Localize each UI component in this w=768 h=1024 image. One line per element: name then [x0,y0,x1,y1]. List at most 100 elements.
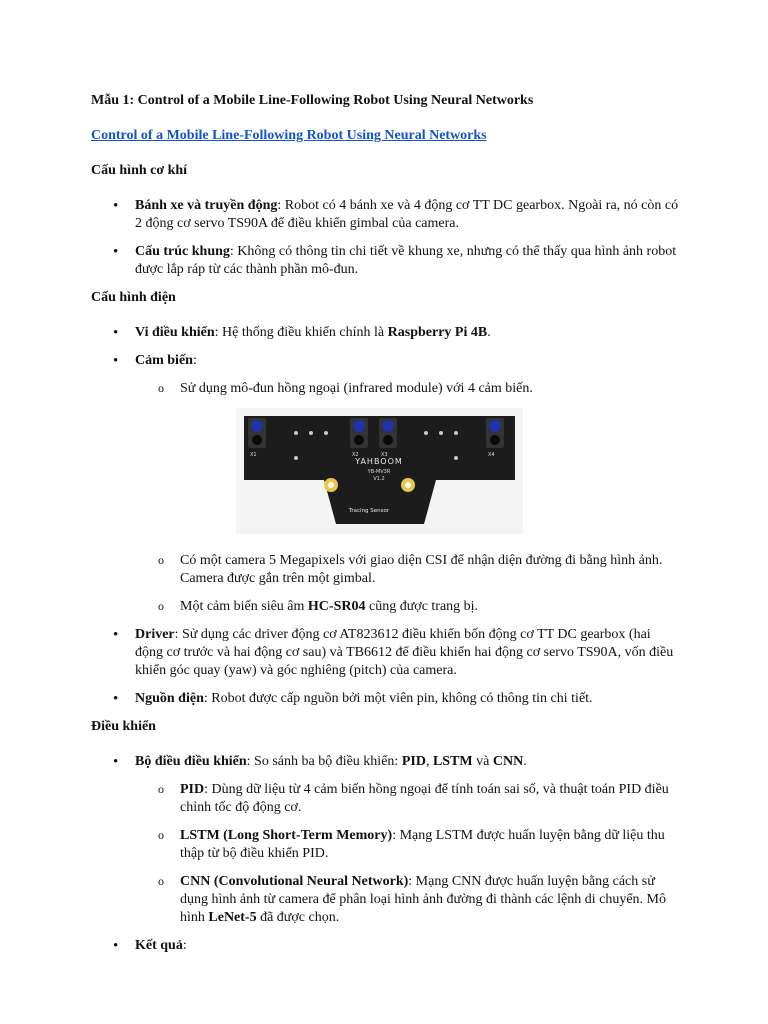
sub-list-item: Có một camera 5 Megapixels với giao diện… [135,551,681,588]
sub-item-text: Một cảm biến siêu âm [180,599,308,614]
sub-item-label: LSTM (Long Short-Term Memory) [180,828,393,843]
ir-sensor-illustration: X1 X2 X3 X4 YAHBOOM YB-MV3R V1.2 [236,408,523,534]
control-list: Bộ điều điều khiển: So sánh ba bộ điều k… [91,753,681,955]
pin-pad [294,431,298,435]
item-label: Kết quả [135,938,183,953]
ir-emitter-2 [350,418,368,448]
sub-item-label: CNN (Convolutional Neural Network) [180,874,409,889]
item-label: Nguồn điện [135,691,204,706]
list-item: Cấu trúc khung: Không có thông tin chi t… [91,243,681,279]
sub-item-text: Có một camera 5 Megapixels với giao diện… [180,553,663,586]
mechanical-list: Bánh xe và truyền động: Robot có 4 bánh … [91,197,681,279]
ir-receiver [490,435,500,445]
list-item: Vi điều khiển: Hệ thống điều khiển chính… [91,324,681,342]
item-text: : Robot có 4 bánh xe và 4 động cơ TT DC … [135,198,679,231]
sensor-sublist: Sử dụng mô-đun hồng ngoại (infrared modu… [135,379,681,398]
pin-pad [439,431,443,435]
list-item: Bánh xe và truyền động: Robot có 4 bánh … [91,197,681,233]
item-text: : Không có thông tin chi tiết về khung x… [135,244,677,277]
list-item: Driver: Sử dụng các driver động cơ AT823… [91,626,681,680]
item-label: Cấu trúc khung [135,244,230,259]
sub-item-bold: HC-SR04 [307,599,366,614]
pin-label: X2 [352,452,359,458]
link-paragraph: Control of a Mobile Line-Following Robot… [91,127,681,145]
item-label: Bánh xe và truyền động [135,198,278,213]
item-label: Vi điều khiển [135,325,215,340]
item-bold: Raspberry Pi 4B [387,325,488,340]
section-heading-mechanical: Cấu hình cơ khí [91,163,188,178]
item-sep: và [472,754,493,769]
header-pins [294,431,458,460]
ir-receiver [252,435,262,445]
document-title: Mẫu 1: Control of a Mobile Line-Followin… [91,93,534,108]
ir-lens [251,420,263,432]
ir-emitter-3 [379,418,397,448]
item-label: Cảm biến [135,353,193,368]
pin-label: X3 [381,452,388,458]
model-label: YB-MV3R [367,469,391,475]
item-text: : So sánh ba bộ điều khiển: [246,754,402,769]
list-item: Nguồn điện: Robot được cấp nguồn bởi một… [91,690,681,708]
sub-list-item: LSTM (Long Short-Term Memory): Mạng LSTM… [135,826,681,863]
sub-item-end: cũng được trang bị. [365,599,479,614]
sub-list-item: Một cảm biến siêu âm HC-SR04 cũng được t… [135,597,681,616]
ir-sensor-image: X1 X2 X3 X4 YAHBOOM YB-MV3R V1.2 [236,408,523,534]
sub-list-item: Sử dụng mô-đun hồng ngoại (infrared modu… [135,379,681,398]
item-bold: LSTM [432,754,473,769]
list-item: Cảm biến: Sử dụng mô-đun hồng ngoại (inf… [91,352,681,616]
pin-pad [454,456,458,460]
sensor-board [244,416,515,524]
item-text: : Hệ thống điều khiển chính là [214,325,388,340]
pin-pad [309,431,313,435]
pin-label: X1 [250,452,257,458]
item-label: Driver [135,627,175,642]
sub-item-label: PID [180,782,205,797]
controller-sublist: PID: Dùng dữ liệu từ 4 cảm biến hồng ngo… [135,780,681,927]
sub-item-text: : Mạng CNN được huấn luyện bằng cách sử … [180,874,667,925]
ir-lens [353,420,365,432]
pin-pad [424,431,428,435]
pin-labels: X1 X2 X3 X4 [250,452,495,458]
item-label: Bộ điều điều khiển [135,754,247,769]
electrical-list: Vi điều khiển: Hệ thống điều khiển chính… [91,324,681,708]
paper-link[interactable]: Control of a Mobile Line-Following Robot… [91,128,487,143]
section-heading-control: Điều khiển [91,719,156,734]
sub-list-item: PID: Dùng dữ liệu từ 4 cảm biến hồng ngo… [135,780,681,817]
sub-item-text: Sử dụng mô-đun hồng ngoại (infrared modu… [180,381,533,396]
mount-hole-center [328,482,334,488]
sub-item-text: : Mạng LSTM được huấn luyện bằng dữ liệu… [180,828,665,861]
item-end: . [523,754,527,769]
ir-lens [382,420,394,432]
ir-receiver [383,435,393,445]
pin-label: X4 [488,452,495,458]
sensor-sublist-2: Có một camera 5 Megapixels với giao diện… [135,551,681,616]
pin-pad [454,431,458,435]
brand-logo: YAHBOOM [354,457,403,466]
sub-list-item: CNN (Convolutional Neural Network): Mạng… [135,872,681,927]
item-end: . [487,325,491,340]
item-sep: , [425,754,433,769]
sub-item-bold: LeNet-5 [208,910,257,925]
ir-receiver [354,435,364,445]
mount-hole-center [405,482,411,488]
section-heading-electrical: Cấu hình điện [91,290,176,305]
item-text: : Sử dụng các driver động cơ AT823612 đi… [135,627,674,678]
sub-item-end: đã được chọn. [256,910,340,925]
pin-pad [324,431,328,435]
item-text: : [182,938,187,953]
pin-pad [294,456,298,460]
version-label: V1.2 [373,476,384,482]
list-item: Bộ điều điều khiển: So sánh ba bộ điều k… [91,753,681,927]
document-body: Mẫu 1: Control of a Mobile Line-Followin… [91,92,681,965]
list-item: Kết quả: [91,937,681,955]
board-caption: Tracing Sensor [348,508,390,514]
ir-emitter-1 [248,418,266,448]
item-text: : [192,353,197,368]
item-bold: CNN [492,754,524,769]
sensor-heads [248,418,504,448]
sub-item-text: : Dùng dữ liệu từ 4 cảm biến hồng ngoại … [180,782,669,815]
ir-lens [489,420,501,432]
item-text: : Robot được cấp nguồn bởi một viên pin,… [203,691,593,706]
item-bold: PID [401,754,426,769]
